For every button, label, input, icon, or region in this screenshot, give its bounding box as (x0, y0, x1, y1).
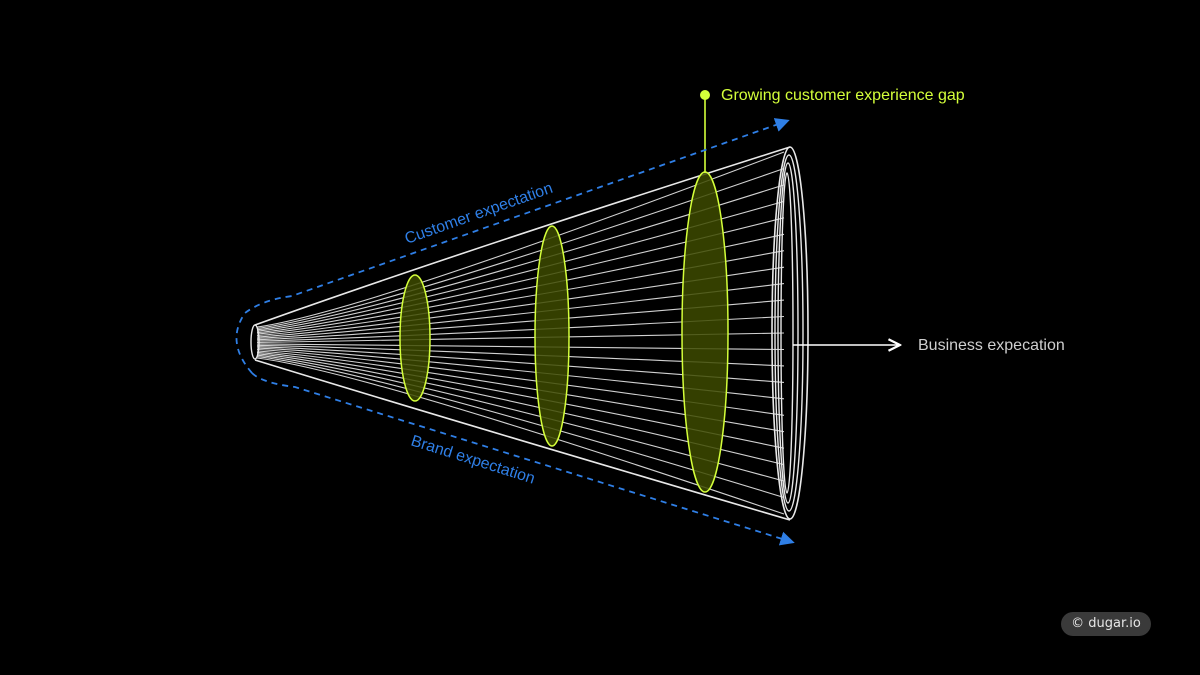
brand-expectation-label: Brand expectation (409, 433, 537, 488)
gap-callout: Growing customer experience gap (700, 87, 965, 173)
cone-wire-line (256, 283, 785, 339)
cone-wire-line (256, 167, 785, 329)
mouth-ring-3 (777, 162, 799, 504)
gap-section-large (681, 171, 729, 493)
cone-wire-line (256, 343, 785, 351)
gap-section-small (399, 274, 431, 402)
cone-wire-line (256, 357, 785, 515)
cone-wire-line (256, 346, 785, 383)
cone-wire-line (256, 347, 785, 400)
cone-wire-line (256, 353, 785, 466)
cone-narrow-end (250, 324, 260, 360)
customer-expectation-path (235, 118, 790, 374)
cone-mouth-rings (771, 146, 809, 520)
cone-wire-line (256, 356, 785, 499)
cone-wire-line (256, 151, 785, 328)
gap-section-medium (534, 225, 570, 447)
cone-wire-line (256, 350, 785, 433)
cone-wire-line (256, 250, 785, 337)
customer-expectation-label: Customer expectation (403, 180, 555, 248)
cone-wire-line (256, 348, 785, 416)
cone-wire-line (256, 354, 785, 482)
cone-wire-line (256, 351, 785, 449)
cone-wire-line (256, 344, 785, 367)
cone-wire-line (256, 266, 785, 338)
cone-outline-top (254, 146, 791, 326)
mouth-ring-2 (774, 154, 804, 512)
mouth-ring-outer (771, 146, 809, 520)
cone-wire-line (256, 299, 785, 341)
mouth-ring-inner (780, 172, 794, 494)
cone-wire-line (256, 184, 785, 331)
cone-wire-line (256, 200, 785, 332)
gap-cross-sections (399, 171, 729, 493)
cone-wire-line (256, 332, 785, 344)
cone-wire-line (256, 217, 785, 334)
business-expectation-label: Business expecation (918, 337, 1065, 354)
brand-expectation-path (251, 372, 795, 546)
gap-label: Growing customer experience gap (721, 87, 965, 104)
credit-badge: © dugar.io (1061, 612, 1151, 636)
cone-wire-line (256, 233, 785, 335)
cone-wireframe-lines (256, 151, 785, 515)
gap-callout-dot (700, 90, 710, 100)
cone-outline-bottom (254, 359, 791, 521)
cone-wire-line (256, 315, 785, 342)
